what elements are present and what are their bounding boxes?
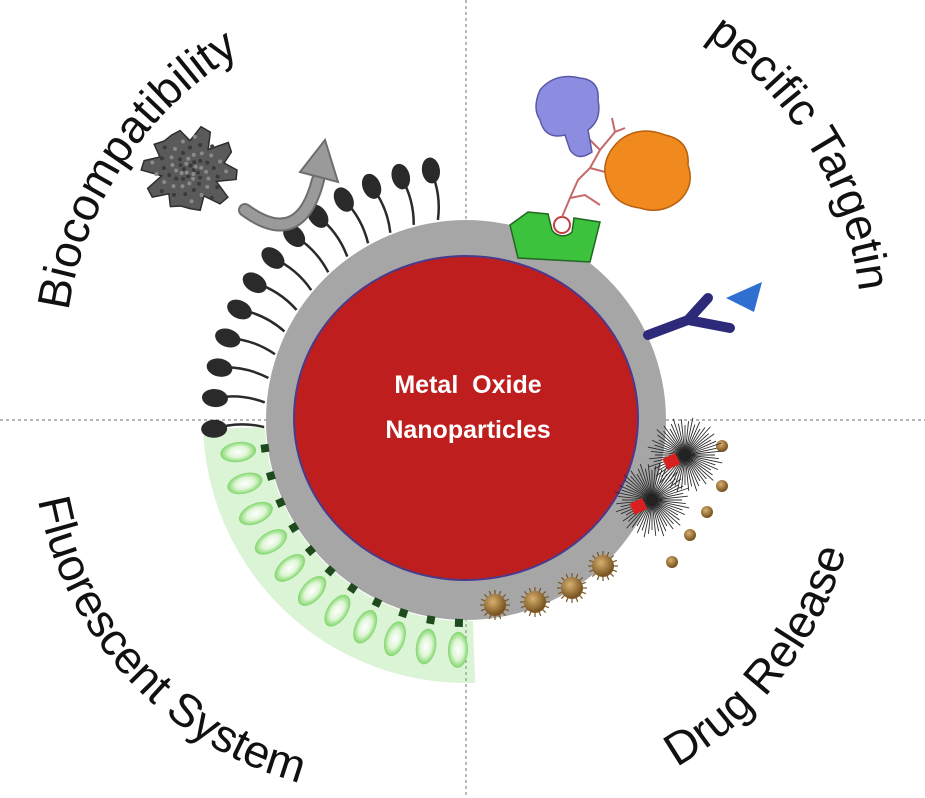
ligand-receptor-icon	[509, 117, 626, 263]
ligand-chain	[215, 328, 276, 356]
fluorescent-glow-drops	[220, 441, 468, 668]
ligand-chain	[206, 358, 269, 380]
drug-loaded-particle	[480, 590, 510, 620]
ligand-chain	[201, 419, 265, 438]
glow-drop	[415, 628, 437, 665]
ligand-chain	[391, 163, 415, 225]
glow-drop	[274, 553, 306, 582]
fluorescent-markers	[260, 443, 464, 628]
fluoro-marker	[398, 608, 409, 619]
glow-drop	[220, 441, 257, 463]
fluoro-marker	[454, 618, 464, 628]
glow-drop	[254, 529, 288, 555]
drug-loaded-particle	[588, 551, 618, 581]
protein-purple-icon	[535, 75, 600, 158]
fluoro-marker	[260, 443, 270, 453]
fluoro-marker	[265, 471, 276, 481]
ligand-chains	[201, 157, 441, 438]
fluoro-marker	[324, 565, 336, 577]
ligand-chain	[242, 272, 298, 311]
drug-particle	[684, 529, 696, 541]
protein-orange-icon	[604, 130, 691, 211]
fluoro-marker	[288, 522, 300, 534]
glow-drop	[353, 609, 378, 644]
ligand-chain	[361, 173, 392, 233]
fluoro-marker	[426, 615, 436, 625]
drug-loaded-particle	[520, 587, 550, 617]
glow-drop	[238, 501, 273, 526]
glow-drop	[383, 621, 406, 657]
drug-particle	[716, 440, 728, 452]
drug-carrier-urchin	[614, 462, 690, 538]
drug-release-particles	[480, 417, 728, 620]
drug-particle	[716, 480, 728, 492]
fluoro-marker	[371, 597, 383, 608]
ligand-chain	[261, 247, 313, 291]
curved-arrow-icon	[238, 137, 340, 232]
center-label-line2: Nanoparticles	[385, 416, 550, 444]
drug-particle	[666, 556, 678, 568]
metal-oxide-core	[293, 255, 639, 581]
fluoro-marker	[304, 544, 317, 557]
ligand-chain	[421, 157, 441, 221]
fluoro-marker	[275, 497, 286, 508]
antigen-icon	[726, 282, 762, 312]
protein-aggregate-icon	[140, 125, 238, 212]
glow-drop	[447, 631, 468, 668]
fluoro-marker	[346, 582, 359, 594]
ligand-chain	[227, 299, 286, 333]
label-drug-release: Drug Release	[654, 538, 855, 775]
glow-drop	[297, 575, 327, 606]
drug-particle	[701, 506, 713, 518]
glow-drop	[227, 472, 263, 495]
ligand-chain	[201, 388, 266, 408]
ligand-chain	[333, 187, 370, 244]
glow-drop	[324, 594, 351, 627]
center-label-line1: Metal Oxide	[394, 371, 541, 399]
drug-loaded-particle	[557, 573, 587, 603]
antibody-icon	[643, 293, 735, 340]
drug-carrier-urchin	[647, 417, 723, 493]
